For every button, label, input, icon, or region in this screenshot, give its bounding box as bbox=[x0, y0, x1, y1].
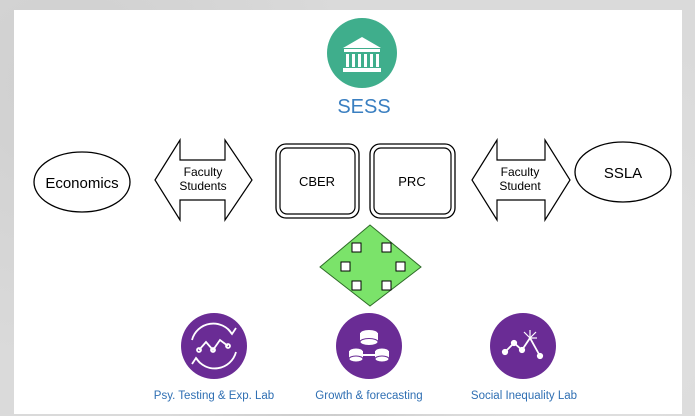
page-title: SESS bbox=[337, 96, 390, 118]
prc-box-outer bbox=[369, 143, 456, 219]
connector-handle-bl bbox=[351, 280, 362, 291]
connector-handle-l bbox=[340, 261, 351, 272]
cber-box-inner bbox=[279, 147, 356, 215]
economics-node bbox=[33, 151, 131, 213]
right-arrow-line1: Faculty bbox=[501, 165, 540, 179]
ssla-node bbox=[574, 141, 672, 203]
prc-box-inner bbox=[373, 147, 452, 215]
lab-icon-growth bbox=[336, 313, 402, 379]
connector-handle-br bbox=[381, 280, 392, 291]
cber-box-outer bbox=[275, 143, 360, 219]
left-arrow-line2: Students bbox=[179, 179, 226, 193]
lab-label-growth: Growth & forecasting bbox=[315, 390, 422, 402]
sess-icon-circle bbox=[327, 18, 397, 88]
sess-icon bbox=[327, 18, 397, 88]
four-way-arrow-icon bbox=[319, 224, 422, 307]
economics-label: Economics bbox=[45, 175, 118, 192]
database-network-icon bbox=[348, 329, 390, 363]
institution-building-icon bbox=[343, 37, 381, 72]
cber-label: CBER bbox=[299, 174, 335, 189]
lab-label-social: Social Inequality Lab bbox=[471, 390, 577, 402]
left-double-arrow bbox=[154, 137, 253, 223]
lab-icon-psy bbox=[181, 313, 247, 379]
spark-line-chart-icon bbox=[501, 330, 544, 360]
right-arrow-line2: Student bbox=[499, 179, 541, 193]
left-arrow-line1: Faculty bbox=[184, 165, 223, 179]
lab-icon-social bbox=[490, 313, 556, 379]
cycle-graph-icon bbox=[191, 322, 237, 370]
prc-label: PRC bbox=[398, 174, 425, 189]
right-double-arrow bbox=[471, 137, 571, 223]
connector-handle-tr bbox=[381, 242, 392, 253]
lab-label-psy: Psy. Testing & Exp. Lab bbox=[154, 390, 274, 402]
four-way-arrow-shape bbox=[319, 224, 422, 307]
lab-icon-social-circle bbox=[490, 313, 556, 379]
connector-handle-tl bbox=[351, 242, 362, 253]
ssla-label: SSLA bbox=[604, 165, 642, 182]
connector-handle-r bbox=[395, 261, 406, 272]
